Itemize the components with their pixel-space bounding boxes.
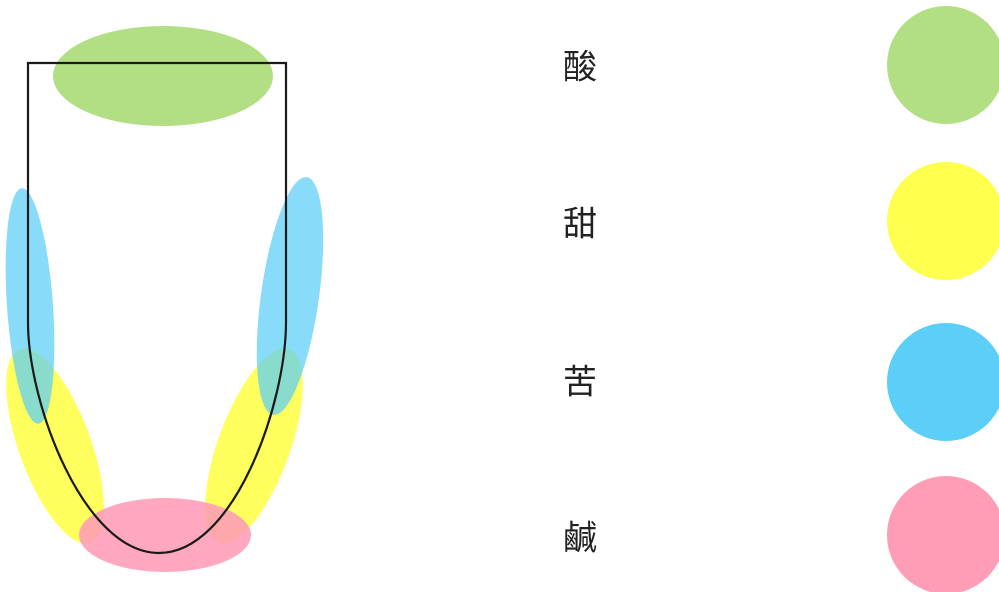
legend-swatch-sweet <box>887 162 999 280</box>
legend-label-sour: 酸 <box>563 48 597 88</box>
salty-zone <box>79 498 251 572</box>
sour-zone <box>53 26 273 126</box>
legend-label-salty: 鹹 <box>563 519 597 559</box>
taste-legend: 酸 甜 苦 鹹 <box>563 6 999 592</box>
legend-swatch-bitter <box>887 323 999 441</box>
tongue-illustration <box>5 26 324 572</box>
legend-label-sweet: 甜 <box>563 205 597 245</box>
bitter-zone-right <box>256 177 324 415</box>
legend-item-sour: 酸 <box>563 6 999 124</box>
bitter-zone-left <box>5 188 55 424</box>
legend-item-sweet: 甜 <box>563 162 999 280</box>
tongue-outline <box>26 61 288 555</box>
legend-label-bitter: 苦 <box>563 363 597 403</box>
legend-swatch-salty <box>887 476 999 592</box>
legend-item-salty: 鹹 <box>563 476 999 592</box>
legend-swatch-sour <box>887 6 999 124</box>
legend-item-bitter: 苦 <box>563 323 999 441</box>
